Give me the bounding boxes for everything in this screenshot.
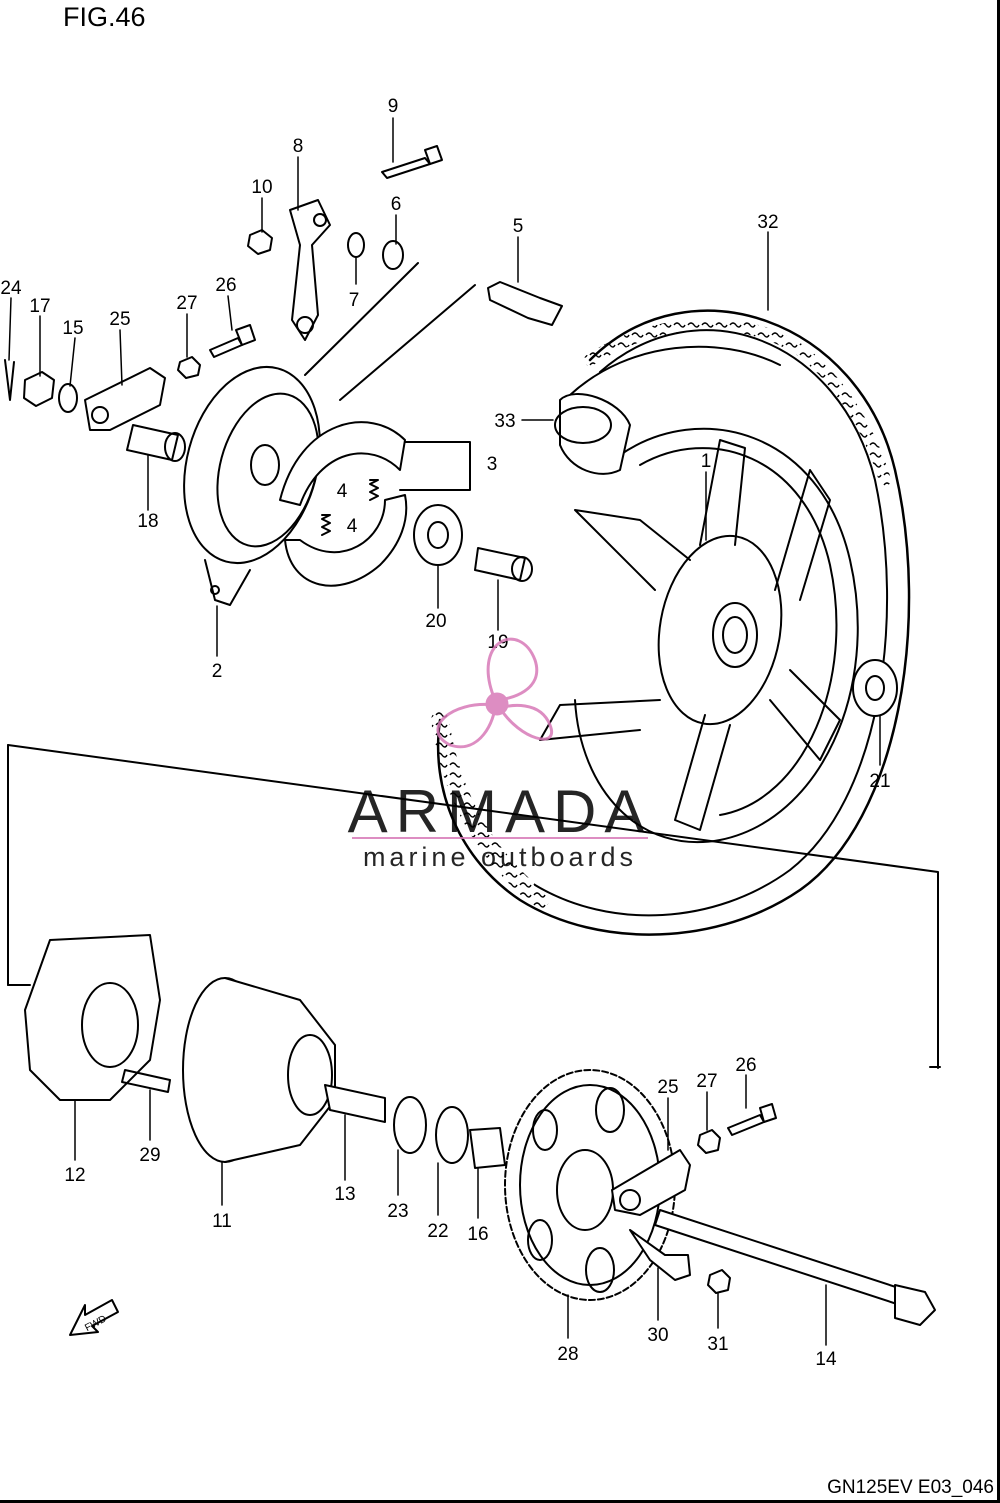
cotter-pin-24 xyxy=(4,359,15,401)
callout-24: 24 xyxy=(0,278,22,299)
nut-31 xyxy=(707,1269,731,1294)
callout-5: 5 xyxy=(513,216,524,237)
bolt-26-right xyxy=(727,1114,765,1136)
callout-4-lower: 4 xyxy=(347,516,358,537)
bolt-26-left xyxy=(209,337,243,358)
rear-hub xyxy=(182,977,336,1163)
callout-27-upper: 27 xyxy=(176,293,197,314)
valve-5 xyxy=(487,281,563,326)
wheel-assembly xyxy=(431,309,911,936)
callout-28: 28 xyxy=(557,1344,578,1365)
nut-27-left xyxy=(177,356,201,379)
spacer-18 xyxy=(126,424,186,462)
callout-27-lower: 27 xyxy=(696,1071,717,1092)
chain-stopper-30 xyxy=(629,1229,691,1281)
callout-7: 7 xyxy=(349,290,360,311)
callout-23: 23 xyxy=(387,1201,408,1222)
brake-cam-lever xyxy=(289,199,331,341)
o-ring-6 xyxy=(382,240,404,270)
bearing-21 xyxy=(852,659,898,717)
watermark: ARMADA marine outboards xyxy=(348,637,653,872)
assembly-bracket xyxy=(7,744,941,1069)
bolt-9 xyxy=(381,145,443,179)
figure-code: GN125EV E03_046 xyxy=(827,1477,994,1498)
fwd-arrow-icon xyxy=(69,1299,119,1336)
watermark-tagline: marine outboards xyxy=(363,842,637,872)
sprocket xyxy=(504,1069,676,1301)
nut-17 xyxy=(23,371,55,407)
callout-17: 17 xyxy=(29,296,50,317)
callout-2: 2 xyxy=(212,661,223,682)
seal-22 xyxy=(435,1106,469,1164)
callout-26-upper: 26 xyxy=(215,275,236,296)
chain-adjuster-right xyxy=(611,1149,691,1216)
callout-8: 8 xyxy=(293,136,304,157)
callout-29: 29 xyxy=(139,1145,160,1166)
callout-21: 21 xyxy=(869,771,890,792)
callout-26-lower: 26 xyxy=(735,1055,756,1076)
nut-27-right xyxy=(697,1129,721,1154)
callout-25-lower: 25 xyxy=(657,1077,678,1098)
propeller-logo-icon xyxy=(436,637,554,749)
callout-13: 13 xyxy=(334,1184,355,1205)
bearing-20 xyxy=(413,504,463,566)
callout-31: 31 xyxy=(707,1334,728,1355)
brake-shoes xyxy=(279,421,408,587)
callout-18: 18 xyxy=(137,511,158,532)
brake-panel xyxy=(183,365,321,606)
bearing-23 xyxy=(393,1096,427,1154)
callout-4-upper: 4 xyxy=(337,481,348,502)
callout-12: 12 xyxy=(64,1165,85,1186)
axle-14 xyxy=(654,1209,936,1326)
watermark-brand: ARMADA xyxy=(348,778,653,845)
callout-3: 3 xyxy=(487,454,498,475)
spacer-19 xyxy=(474,547,533,582)
callout-25-upper: 25 xyxy=(109,309,130,330)
stud-29 xyxy=(121,1069,171,1093)
callout-1: 1 xyxy=(701,451,712,472)
callout-20: 20 xyxy=(425,611,446,632)
cush-damper xyxy=(24,934,161,1101)
callout-14: 14 xyxy=(815,1349,837,1370)
frame-bottom-border xyxy=(0,1500,1000,1503)
callout-32: 32 xyxy=(757,212,778,233)
callout-30: 30 xyxy=(647,1325,668,1346)
figure-title: FIG.46 xyxy=(63,2,146,32)
callout-labels: 1 2 3 4 4 5 6 7 8 9 10 11 12 13 14 15 16… xyxy=(0,96,890,1370)
collar-13 xyxy=(324,1084,386,1123)
callout-6: 6 xyxy=(391,194,402,215)
chain-adjuster-left xyxy=(84,367,166,431)
callout-15: 15 xyxy=(62,318,83,339)
callout-22: 22 xyxy=(427,1221,448,1242)
spacer-16 xyxy=(469,1127,506,1169)
callout-11: 11 xyxy=(212,1211,232,1232)
callout-9: 9 xyxy=(388,96,399,117)
washer-7 xyxy=(347,232,365,258)
callout-16: 16 xyxy=(467,1224,488,1245)
frame-right-border xyxy=(997,0,1000,1503)
washer-15 xyxy=(58,383,78,413)
nut-10 xyxy=(247,229,273,255)
callout-33: 33 xyxy=(494,411,515,432)
callout-10: 10 xyxy=(251,177,272,198)
